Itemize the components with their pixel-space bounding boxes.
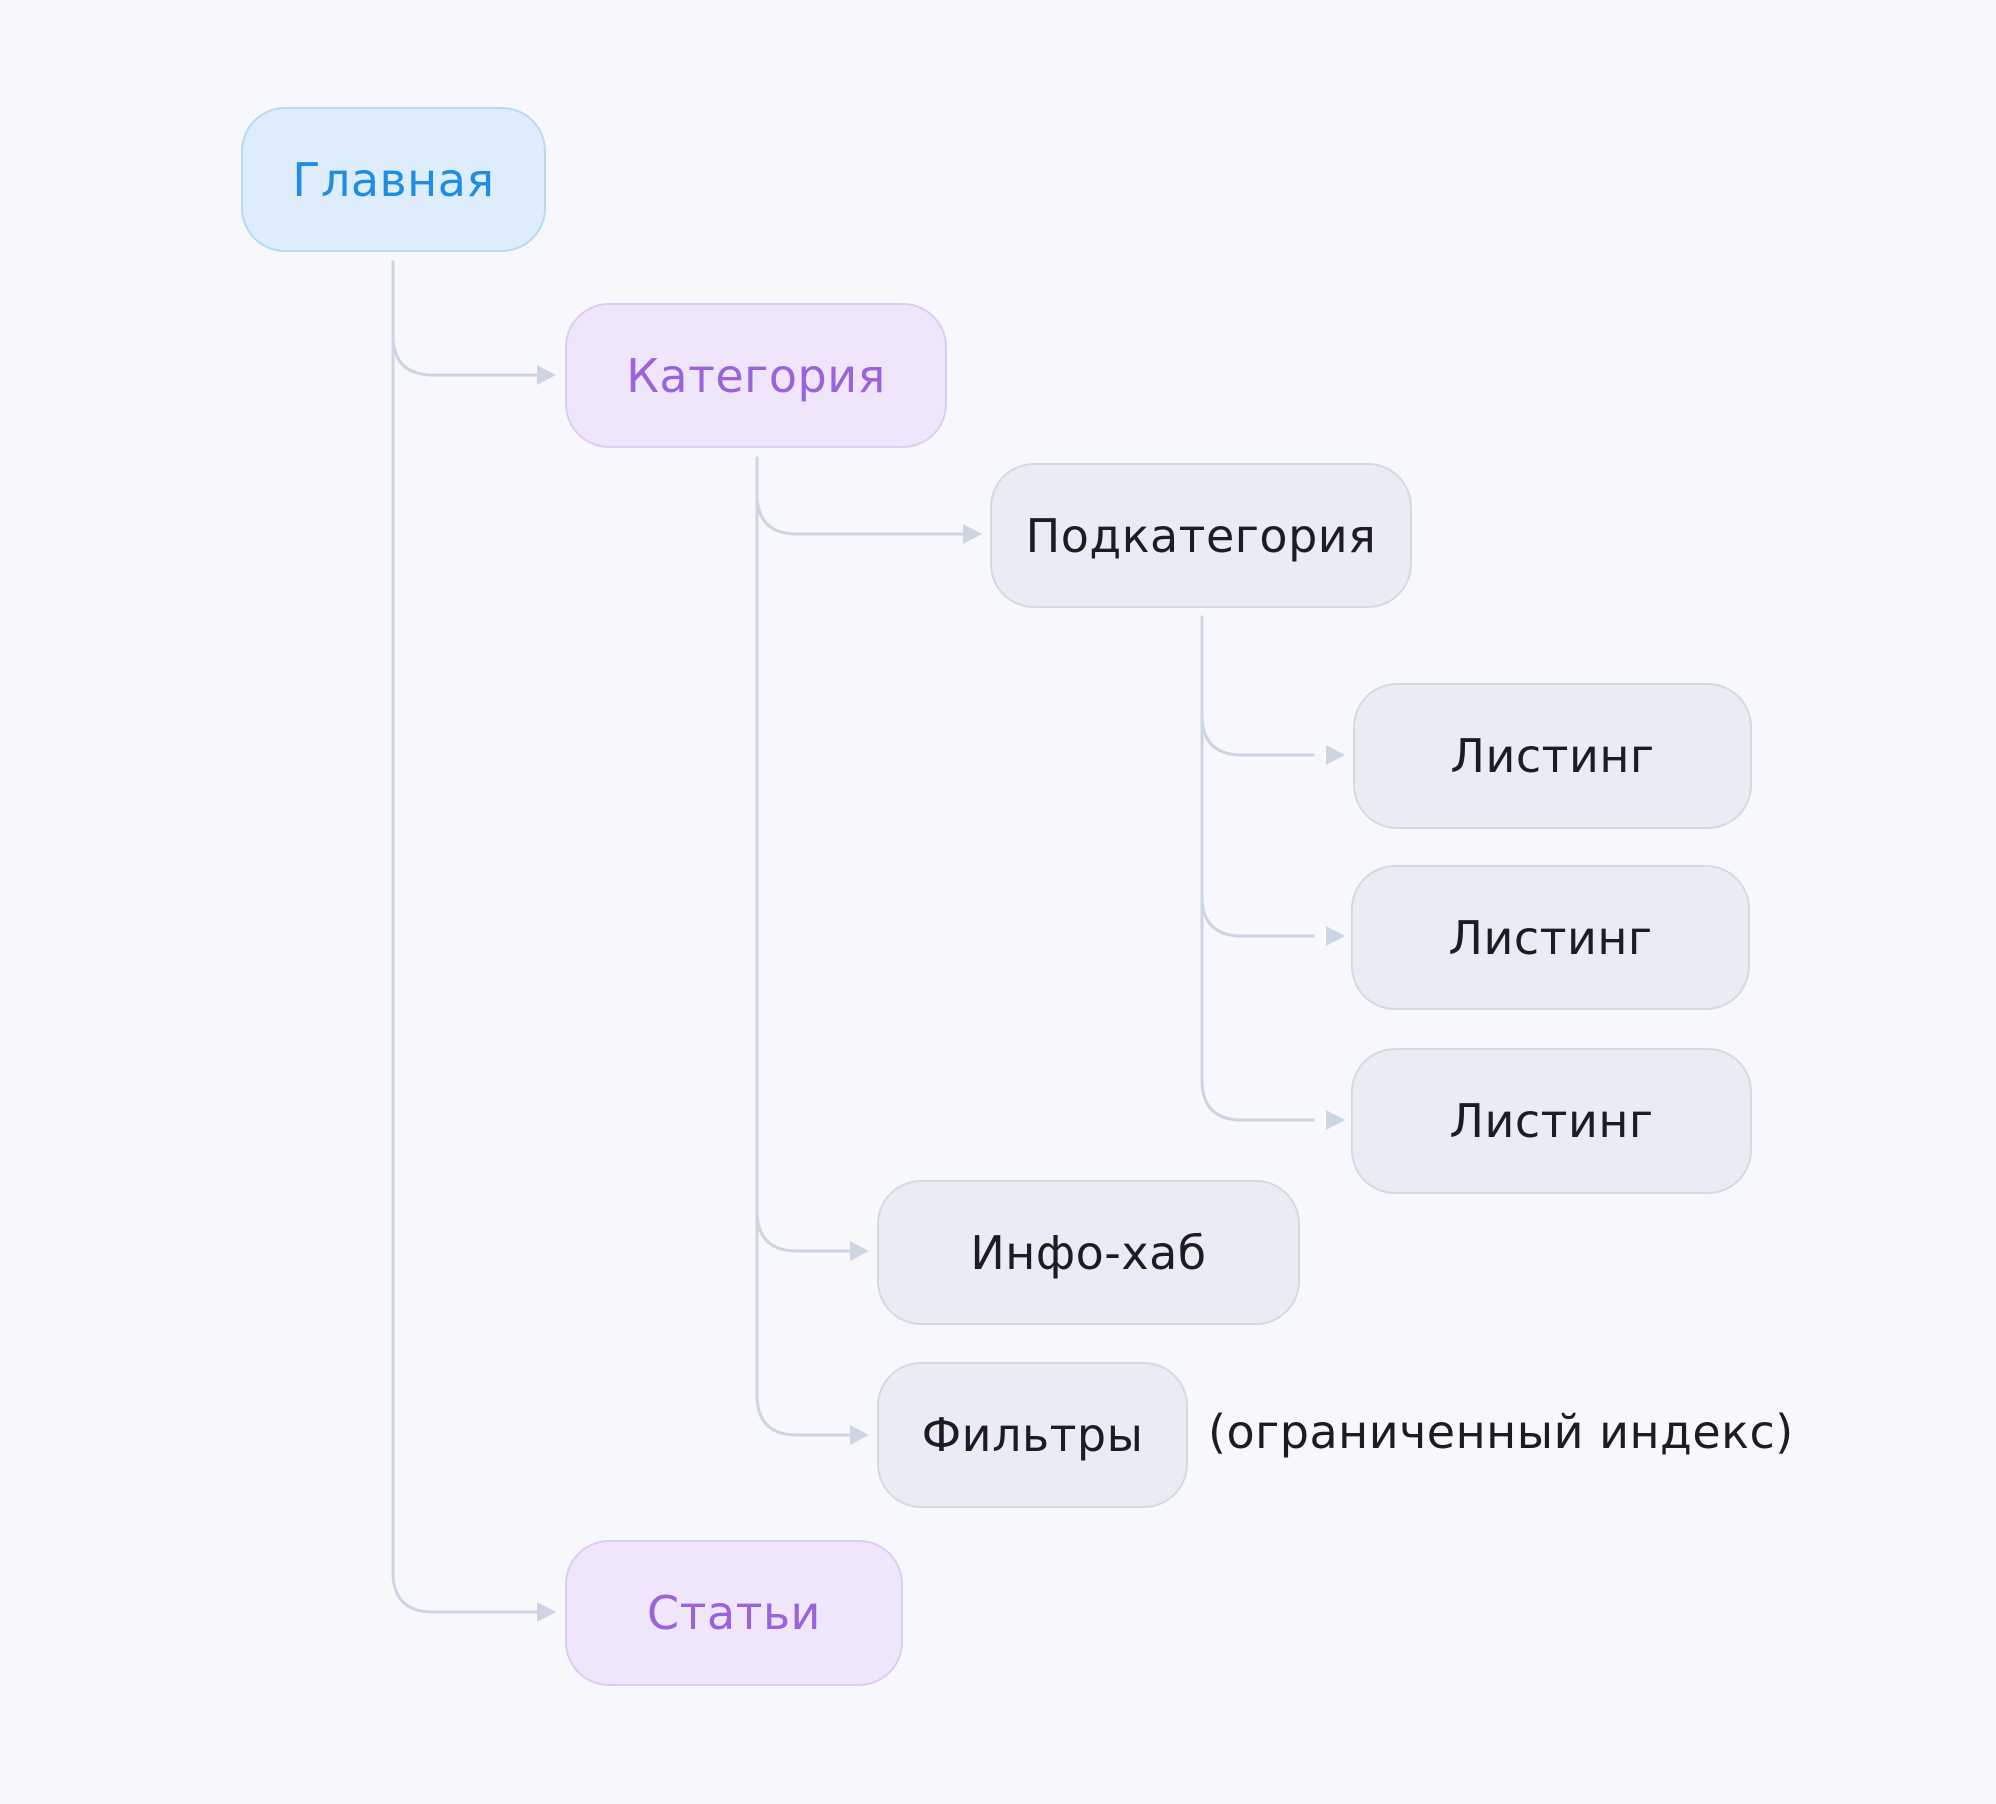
connector-home-category [391, 260, 542, 377]
arrowhead-infohub [850, 1241, 869, 1261]
node-articles: Статьи [565, 1540, 903, 1686]
node-filters-label: Фильтры [921, 1408, 1144, 1462]
arrowhead-listing-3 [1326, 1110, 1345, 1130]
node-category: Категория [565, 303, 947, 448]
connector-category-filters [755, 456, 855, 1437]
arrowhead-filters [850, 1425, 869, 1445]
node-home: Главная [241, 107, 546, 252]
arrowhead-listing-2 [1326, 926, 1345, 946]
node-listing-1-label: Листинг [1450, 729, 1655, 783]
connector-subcategory-listing-3 [1200, 615, 1315, 1122]
node-filters: Фильтры [877, 1362, 1188, 1508]
arrowhead-articles [537, 1602, 556, 1622]
connector-category-subcategory [755, 456, 968, 536]
node-listing-3: Листинг [1351, 1048, 1752, 1194]
arrowhead-listing-1 [1326, 745, 1345, 765]
connector-home-articles [391, 260, 542, 1614]
node-listing-2-label: Листинг [1448, 910, 1653, 965]
node-listing-1: Листинг [1353, 683, 1752, 829]
node-listing-3-label: Листинг [1449, 1094, 1654, 1148]
connector-subcategory-listing-1 [1200, 615, 1315, 757]
arrowhead-category [537, 365, 556, 385]
arrowhead-subcategory [963, 524, 982, 544]
node-home-label: Главная [292, 152, 495, 207]
node-subcategory: Подкатегория [990, 463, 1412, 608]
node-articles-label: Статьи [647, 1586, 821, 1640]
node-subcategory-label: Подкатегория [1025, 508, 1377, 563]
node-info-hub: Инфо-хаб [877, 1180, 1300, 1325]
connector-subcategory-listing-2 [1200, 615, 1315, 938]
filters-note: (ограниченный индекс) [1208, 1405, 1794, 1459]
node-category-label: Категория [626, 348, 886, 403]
node-info-hub-label: Инфо-хаб [970, 1225, 1207, 1280]
node-listing-2: Листинг [1351, 865, 1750, 1010]
connector-category-infohub [755, 456, 855, 1253]
